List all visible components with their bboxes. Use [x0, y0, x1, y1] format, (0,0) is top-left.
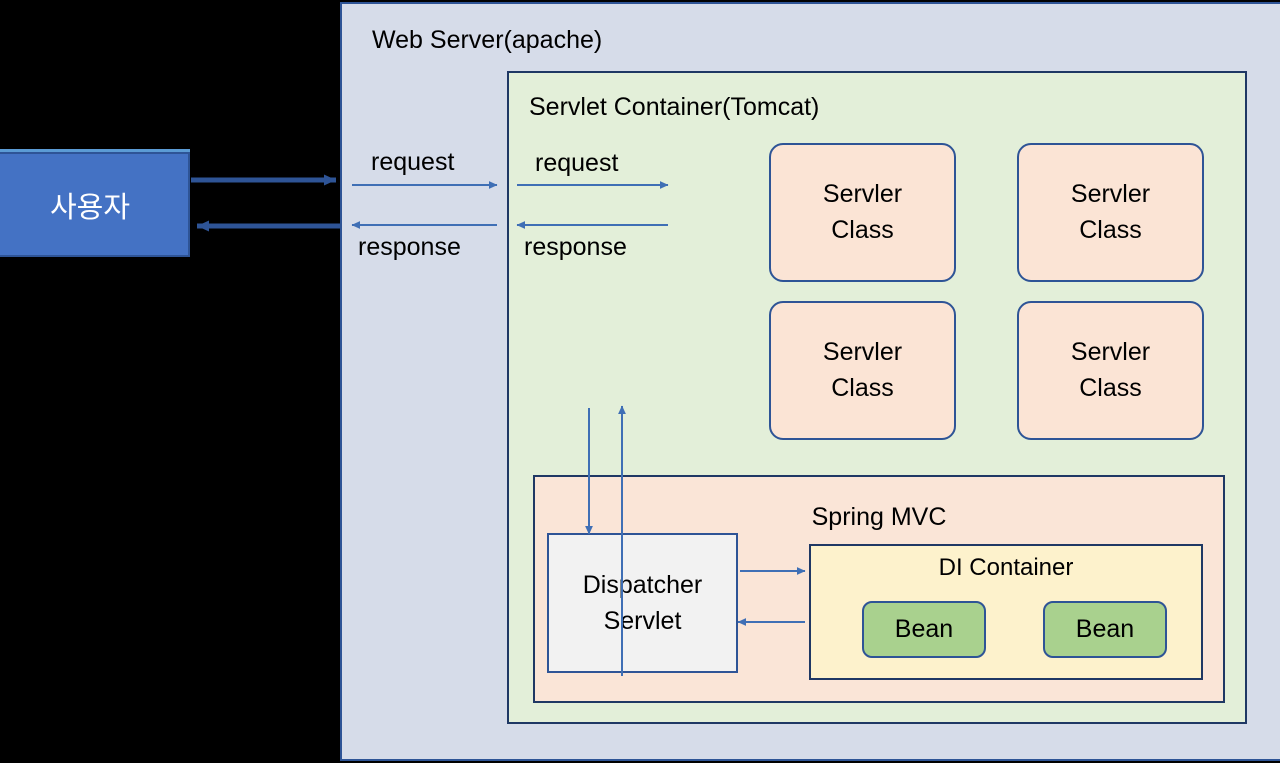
dispatcher-servlet-box: Dispatcher Servlet	[547, 533, 738, 673]
outer-request-label: request	[371, 148, 455, 176]
servler-class-box-1: Servler Class	[769, 143, 956, 282]
servler-class-line2: Class	[831, 215, 894, 244]
user-box-accent	[0, 149, 190, 152]
di-container-panel: DI Container Bean Bean	[809, 544, 1203, 680]
dispatcher-servlet-line2: Servlet	[603, 607, 682, 635]
di-container-title: DI Container	[938, 554, 1074, 581]
servler-class-box-3: Servler Class	[769, 301, 956, 440]
user-label: 사용자	[49, 191, 131, 224]
servler-class-line2: Class	[831, 373, 894, 402]
servler-class-line2: Class	[1079, 373, 1142, 402]
bean-box-2: Bean	[1043, 601, 1167, 658]
servler-class-line1: Servler	[1070, 338, 1151, 366]
inner-request-label: request	[535, 149, 619, 177]
spring-mvc-title: Spring MVC	[811, 503, 947, 531]
servler-class-box-4: Servler Class	[1017, 301, 1204, 440]
servler-class-line1: Servler	[1070, 180, 1151, 208]
web-server-title: Web Server(apache)	[372, 26, 603, 54]
bean-label: Bean	[894, 615, 954, 643]
user-box: 사용자	[0, 152, 190, 257]
servler-class-line1: Servler	[822, 180, 903, 208]
web-server-panel: Web Server(apache) Servlet Container(Tom…	[340, 2, 1280, 761]
servler-class-box-2: Servler Class	[1017, 143, 1204, 282]
dispatcher-servlet-line1: Dispatcher	[582, 570, 703, 599]
servler-class-line1: Servler	[822, 338, 903, 366]
bean-box-1: Bean	[862, 601, 986, 658]
outer-response-label: response	[358, 233, 461, 261]
servler-class-line2: Class	[1079, 215, 1142, 244]
inner-response-label: response	[524, 233, 627, 261]
servlet-container-title: Servlet Container(Tomcat)	[529, 93, 820, 121]
bean-label: Bean	[1075, 615, 1135, 643]
